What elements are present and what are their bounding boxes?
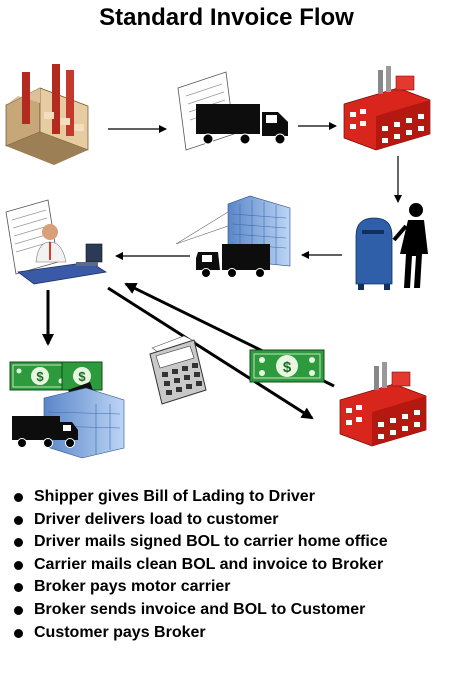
svg-text:$: $: [283, 359, 292, 376]
flow-steps-list: Shipper gives Bill of Lading to Driver D…: [12, 486, 388, 644]
payment-to-broker-icon: $: [249, 349, 325, 383]
bullet-icon: [14, 605, 23, 615]
bullet-icon: [14, 493, 23, 502]
bullet-icon: [14, 583, 23, 593]
svg-text:$: $: [36, 369, 44, 384]
broker-desk-icon: [5, 199, 108, 285]
page-title: Standard Invoice Flow: [99, 4, 354, 31]
list-item: Broker sends invoice and BOL to Customer: [12, 599, 388, 622]
carrier-office-truck-icon: [175, 195, 291, 278]
svg-text:$: $: [78, 369, 86, 384]
bullet-icon: [14, 560, 23, 570]
invoice-flow-diagram: $ $: [5, 64, 431, 459]
customer-building-icon: [343, 66, 431, 151]
customer-building-bottom-icon: [339, 362, 427, 447]
factory-icon: [5, 64, 89, 165]
mailbox-driver-icon: [355, 203, 428, 290]
list-item: Customer pays Broker: [12, 622, 388, 645]
list-item: Driver delivers load to customer: [12, 509, 388, 532]
carrier-terminal-truck-icon: [12, 387, 125, 459]
list-item: Shipper gives Bill of Lading to Driver: [12, 486, 388, 509]
bullet-icon: [14, 515, 23, 525]
calculator-invoice-icon: [149, 335, 207, 405]
list-item: Carrier mails clean BOL and invoice to B…: [12, 554, 388, 577]
bullet-icon: [14, 538, 23, 548]
bullet-icon: [14, 628, 23, 638]
list-item: Broker pays motor carrier: [12, 576, 388, 599]
bill-of-lading-truck-icon: [177, 71, 288, 151]
list-item: Driver mails signed BOL to carrier home …: [12, 531, 388, 554]
